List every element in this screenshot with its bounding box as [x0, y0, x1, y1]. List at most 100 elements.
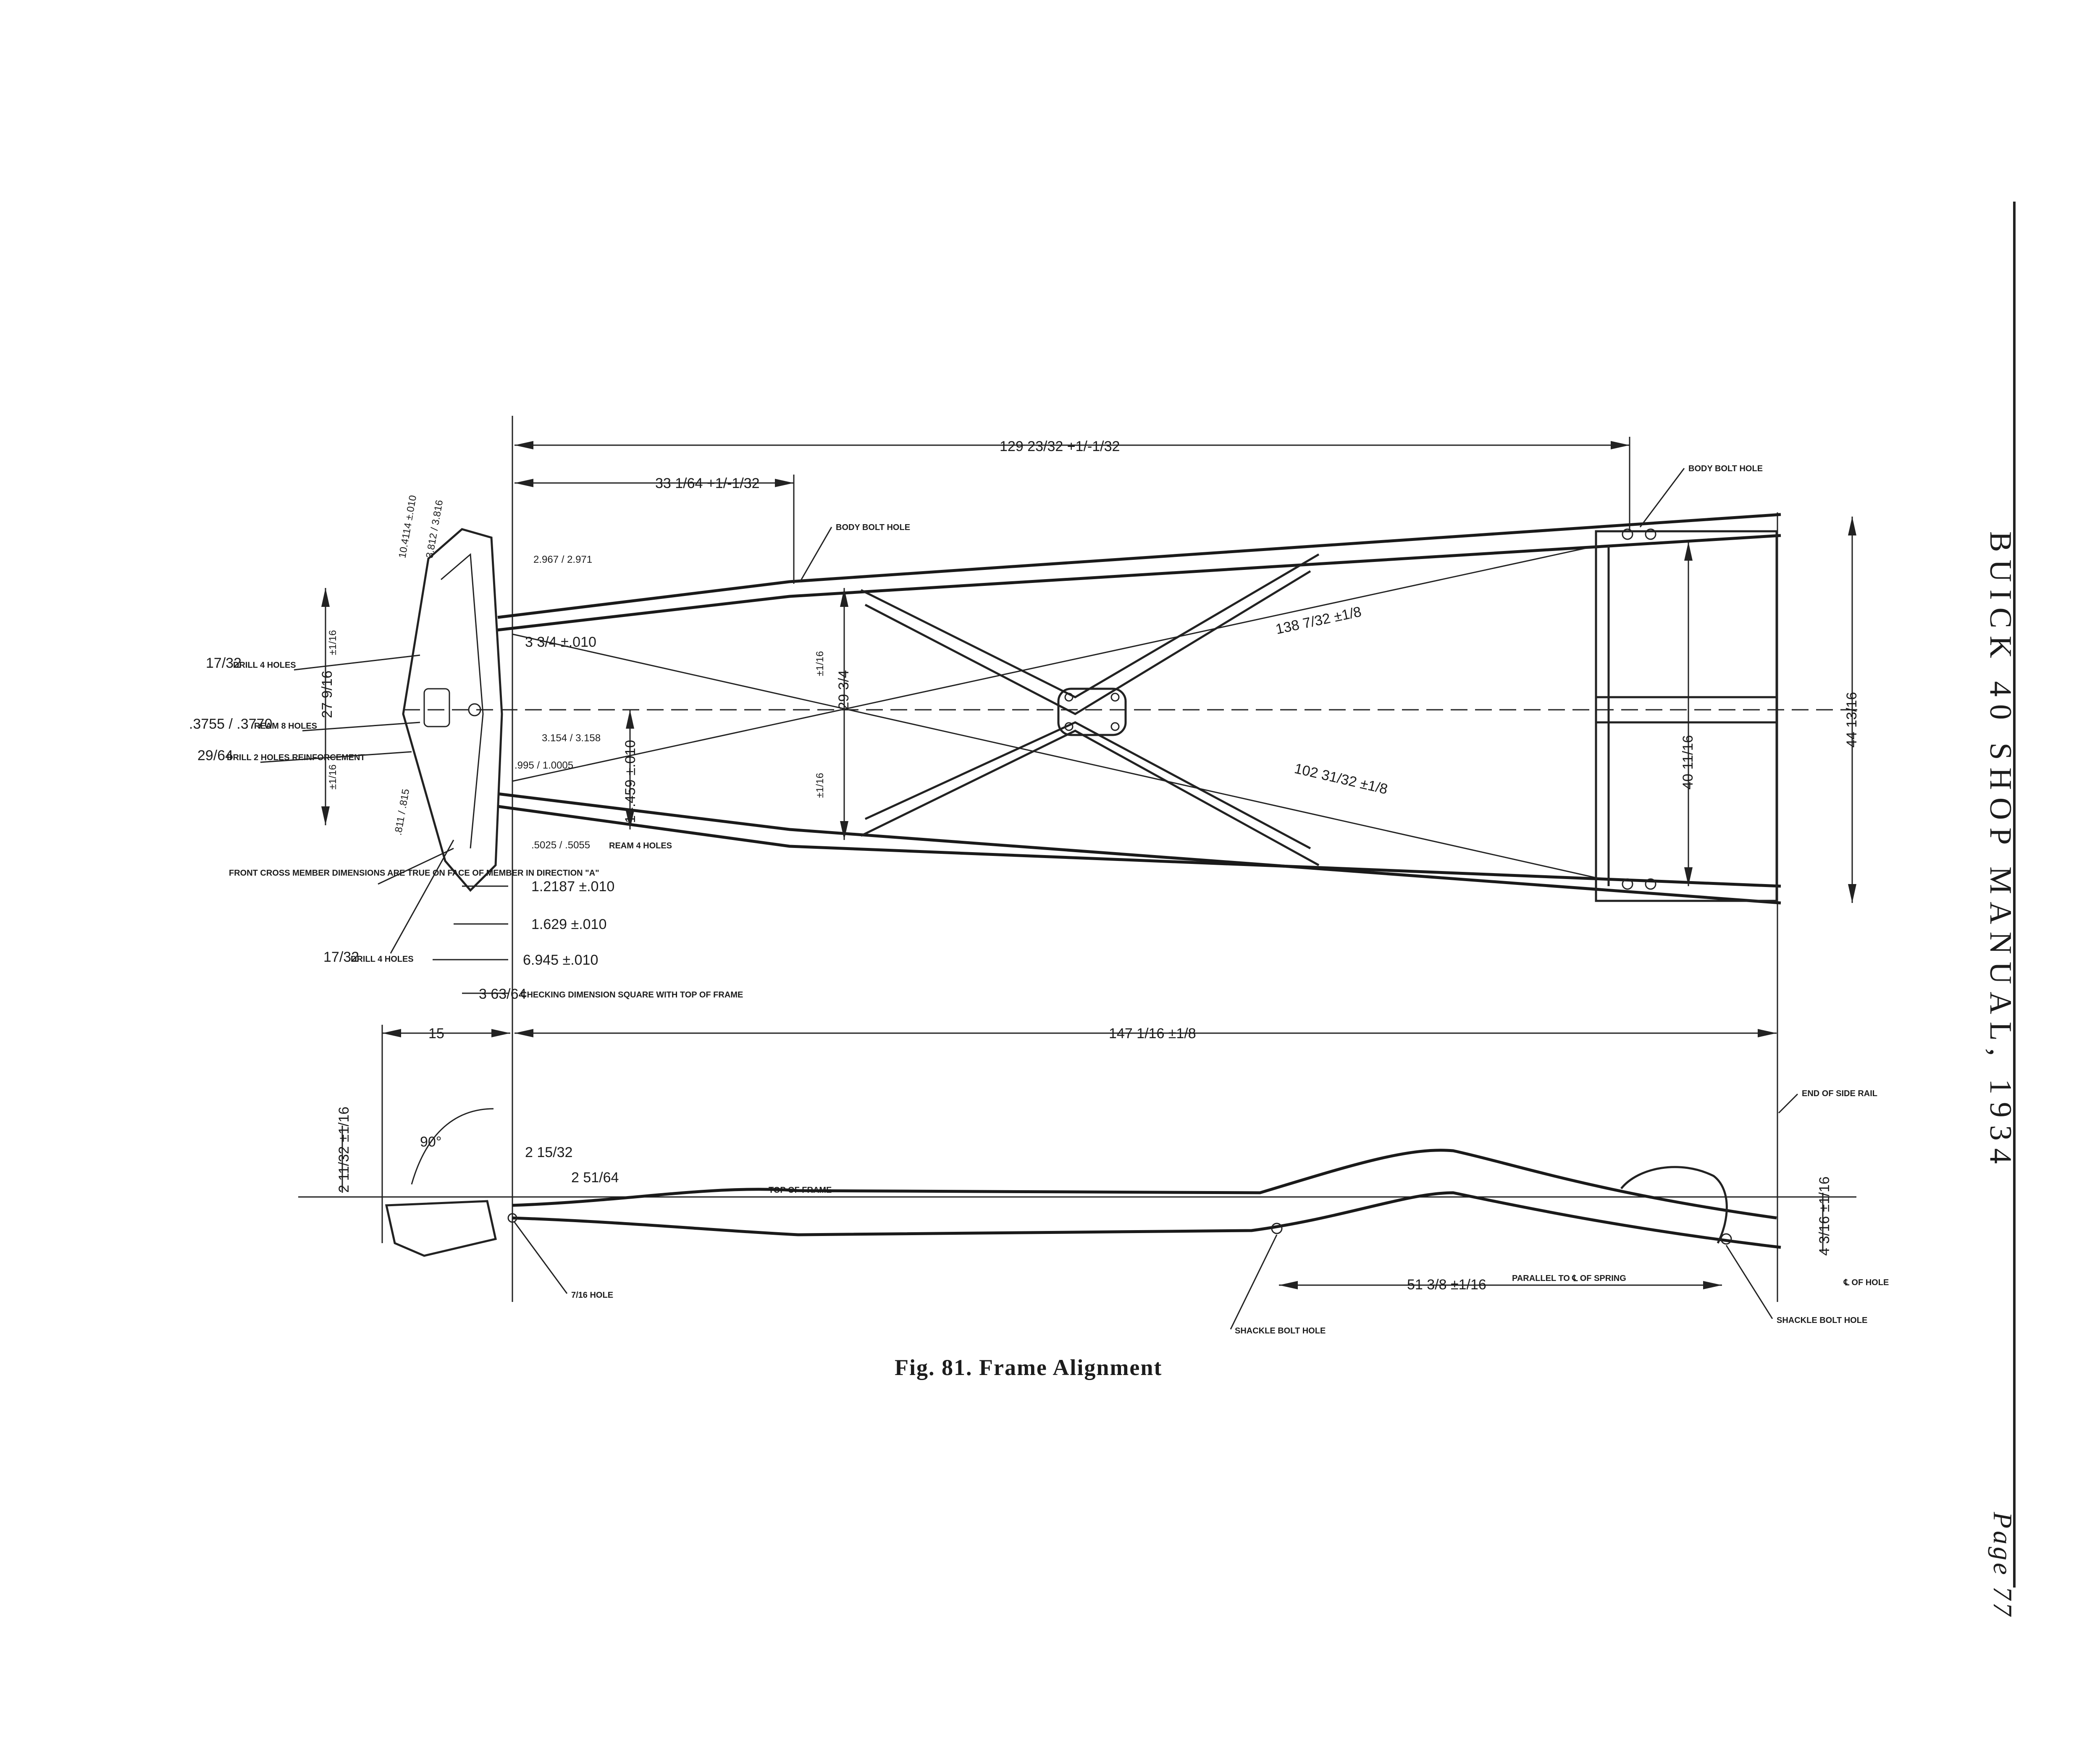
shackle-bolt-hole-marker — [1271, 1223, 1283, 1234]
label-hole-7-16: 7/16 HOLE — [571, 1291, 613, 1300]
dim-129: 129 23/32 +1/-1/32 — [1000, 438, 1120, 454]
front-cross-member-hole — [468, 703, 481, 716]
x-member-center-plate — [1057, 688, 1127, 736]
figure-caption: Fig. 81. Frame Alignment — [895, 1355, 1163, 1380]
leader — [302, 722, 420, 732]
lower-side-rail-inner — [497, 805, 1781, 888]
upper-side-rail-inner — [497, 534, 1781, 632]
arrowhead — [1684, 867, 1693, 886]
note-drill-top-frac: 17/32 — [206, 655, 242, 671]
leader — [1639, 468, 1685, 527]
dim-211: 2 11/32 ±1/16 — [336, 1107, 352, 1193]
body-bolt-hole-marker — [1645, 528, 1656, 540]
leader — [390, 840, 454, 954]
arrowhead — [1848, 884, 1856, 903]
x-member-upper — [860, 553, 1320, 698]
arrowhead — [1279, 1281, 1298, 1289]
side-rail-bottom — [512, 1191, 1781, 1249]
leader — [1230, 1234, 1278, 1330]
front-cross-member — [402, 528, 503, 892]
arrowhead — [626, 811, 634, 829]
label-body-bolt-hole-right: BODY BOLT HOLE — [1688, 464, 1763, 473]
leader — [260, 751, 412, 763]
note-ream-4: REAM 4 HOLES — [609, 841, 672, 850]
dim-3812: 3.812 / 3.816 — [424, 499, 445, 559]
dim-12187: 1.2187 ±.010 — [531, 879, 614, 895]
diag-line-138 — [512, 545, 1596, 782]
note-ream-8: REAM 8 HOLES — [254, 722, 317, 731]
dim-251: 2 51/64 — [571, 1170, 619, 1186]
body-bolt-hole-marker — [1622, 528, 1633, 540]
front-cross-member-opening — [423, 688, 450, 727]
dim-147: 147 1/16 ±1/8 — [1109, 1026, 1196, 1042]
arrowhead — [840, 821, 848, 840]
dim-44: 44 13/16 — [1844, 692, 1860, 748]
x-plate-hole — [1110, 722, 1120, 731]
dim-2967: 2.967 / 2.971 — [533, 554, 592, 565]
x-plate-hole — [1110, 693, 1120, 702]
x-member-lower-inner — [864, 721, 1311, 850]
arrowhead — [1684, 542, 1693, 561]
upper-side-rail-outer — [497, 513, 1781, 619]
x-member-lower — [860, 730, 1320, 866]
dim-15: 15 — [428, 1026, 444, 1042]
dim-tol-29-lower: ±1/16 — [814, 773, 826, 798]
arrowhead — [514, 1029, 533, 1037]
rear-cross-member — [1595, 530, 1778, 902]
dim-811: .811 / .815 — [392, 788, 412, 836]
hole-7-16-marker — [507, 1213, 517, 1223]
leader — [1778, 1093, 1798, 1114]
note-drill-top: DRILL 4 HOLES — [233, 661, 296, 670]
dim-138: 138 7/32 ±1/8 — [1274, 604, 1363, 637]
dim-tol-upper: ±1/16 — [327, 630, 339, 655]
dim-14459: 14.459 ±.010 — [622, 740, 638, 823]
x-member-upper-inner — [864, 570, 1311, 715]
dim-1629: 1.629 ±.010 — [531, 916, 606, 932]
label-parallel-to-spring: PARALLEL TO ℄ OF SPRING — [1512, 1274, 1626, 1283]
leader — [294, 654, 420, 671]
arrowhead — [775, 479, 794, 487]
diag-line-102 — [512, 633, 1596, 879]
leader — [514, 1222, 568, 1294]
front-cross-member-inner — [441, 553, 484, 849]
arrowhead — [626, 710, 634, 729]
dim-363: 3 63/64 — [479, 986, 526, 1002]
dim-104114: 10.4114 ±.010 — [396, 494, 419, 559]
dim-33: 33 1/64 +1/-1/32 — [655, 475, 760, 491]
dim-3154: 3.154 / 3.158 — [542, 732, 601, 744]
lower-side-rail-outer — [497, 792, 1781, 905]
arrowhead — [321, 806, 330, 825]
note-drill-bottom: DRILL 4 HOLES — [351, 955, 414, 964]
arrowhead — [514, 441, 533, 449]
label-shackle-bolt-hole-right: SHACKLE BOLT HOLE — [1777, 1316, 1867, 1325]
dim-tol-29-upper: ±1/16 — [814, 651, 826, 676]
note-drill-2-val: 29/64 — [197, 748, 233, 764]
note-front-cross-member: FRONT CROSS MEMBER DIMENSIONS ARE TRUE O… — [229, 869, 599, 878]
page-edge-rule — [2013, 202, 2016, 1588]
label-cl-of-hole: ℄ OF HOLE — [1843, 1278, 1889, 1287]
body-bolt-hole-marker — [1645, 878, 1656, 890]
side-rail-top — [512, 1149, 1777, 1220]
arrowhead — [1848, 517, 1856, 535]
arrowhead — [1703, 1281, 1722, 1289]
arrowhead — [1758, 1029, 1777, 1037]
note-checking-dimension: CHECKING DIMENSION SQUARE WITH TOP OF FR… — [521, 990, 743, 1000]
leader — [378, 848, 454, 885]
arrowhead — [514, 479, 533, 487]
dim-102: 102 31/32 ±1/8 — [1293, 761, 1389, 798]
arrowhead — [491, 1029, 510, 1037]
rear-spring-hanger — [1620, 1166, 1728, 1244]
arrowhead — [382, 1029, 401, 1037]
dim-6945: 6.945 ±.010 — [523, 952, 598, 968]
leader — [799, 527, 832, 582]
dim-995: .995 / 1.0005 — [514, 760, 573, 771]
label-end-of-side-rail: END OF SIDE RAIL — [1802, 1089, 1877, 1098]
leader — [1725, 1245, 1773, 1319]
dim-513: 51 3/8 ±1/16 — [1407, 1277, 1486, 1293]
dim-29: 29 3/4 — [836, 670, 852, 710]
note-drill-bottom-frac: 17/32 — [323, 949, 359, 965]
arrowhead — [840, 588, 848, 607]
note-ream-8-val: .3755 / .3770 — [189, 716, 273, 732]
